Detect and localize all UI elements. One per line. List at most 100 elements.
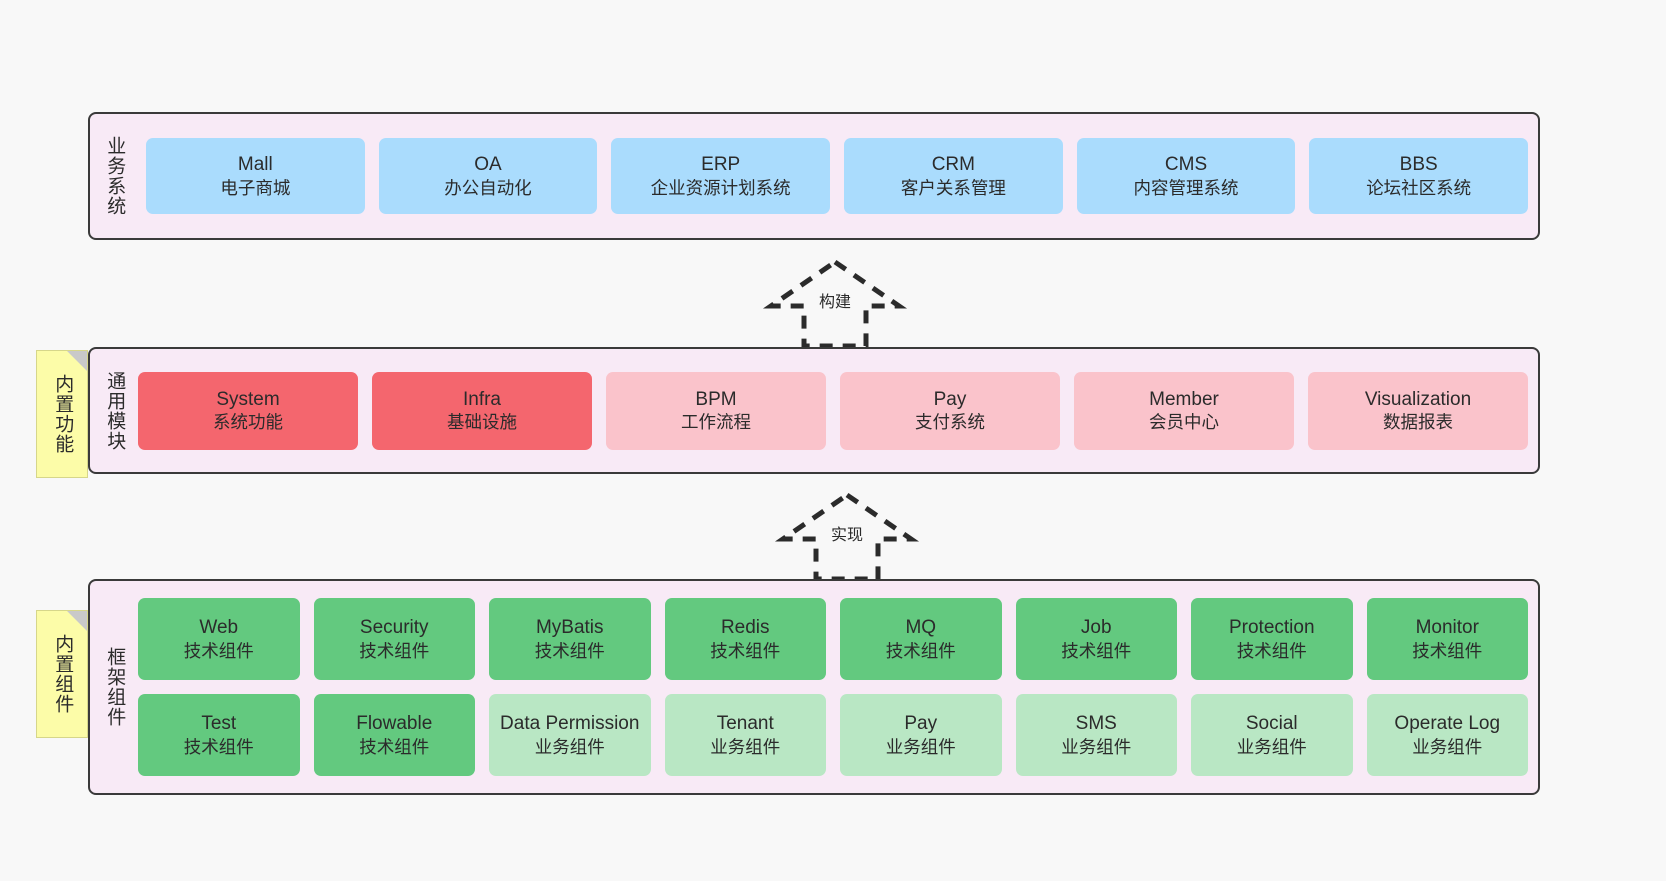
node-subtitle: 工作流程: [681, 412, 751, 433]
layer-row: Mall 电子商城 OA 办公自动化 ERP 企业资源计划系统 CRM 客户关系…: [146, 138, 1529, 214]
layer-framework-components[interactable]: 框架组件 Web 技术组件 Security 技术组件 MyBatis 技术组件…: [88, 579, 1540, 795]
layer-business-systems[interactable]: 业务系统 Mall 电子商城 OA 办公自动化 ERP 企业资源计划系统 CRM…: [88, 112, 1540, 240]
node-title: Security: [359, 617, 429, 638]
node-cms[interactable]: CMS 内容管理系统: [1076, 138, 1296, 214]
node-data-permission[interactable]: Data Permission 业务组件: [489, 694, 651, 776]
node-visualization[interactable]: Visualization 数据报表: [1308, 371, 1528, 450]
node-title: Pay: [904, 713, 938, 734]
node-social[interactable]: Social 业务组件: [1191, 694, 1353, 776]
node-sms[interactable]: SMS 业务组件: [1015, 694, 1177, 776]
node-mall[interactable]: Mall 电子商城: [146, 138, 365, 214]
layer-row: Test 技术组件 Flowable 技术组件 Data Permission …: [138, 694, 1528, 776]
node-subtitle: 业务组件: [885, 736, 956, 757]
node-title: Protection: [1228, 617, 1315, 638]
node-flowable[interactable]: Flowable 技术组件: [313, 694, 475, 776]
node-subtitle: 技术组件: [183, 640, 254, 661]
node-title: ERP: [701, 154, 741, 175]
node-title: Flowable: [356, 713, 433, 734]
node-redis[interactable]: Redis 技术组件: [664, 598, 826, 680]
dashed-generalization-arrow-icon: [774, 491, 920, 582]
node-subtitle: 系统功能: [213, 412, 283, 433]
node-mybatis[interactable]: MyBatis 技术组件: [489, 598, 651, 680]
sticky-note-label: 内置功能: [52, 374, 74, 454]
node-title: Pay: [933, 388, 967, 410]
node-pay[interactable]: Pay 支付系统: [840, 371, 1060, 450]
node-tenant[interactable]: Tenant 业务组件: [664, 694, 826, 776]
node-title: Mall: [237, 154, 273, 175]
node-monitor[interactable]: Monitor 技术组件: [1366, 598, 1528, 680]
layer-body-business: Mall 电子商城 OA 办公自动化 ERP 企业资源计划系统 CRM 客户关系…: [138, 114, 1538, 238]
node-subtitle: 电子商城: [220, 177, 291, 198]
note-fold-corner-icon: [67, 351, 87, 371]
sticky-note-label: 内置组件: [52, 634, 74, 714]
node-operate-log[interactable]: Operate Log 业务组件: [1366, 694, 1528, 776]
node-job[interactable]: Job 技术组件: [1015, 598, 1177, 680]
layer-body-framework: Web 技术组件 Security 技术组件 MyBatis 技术组件 Redi…: [138, 581, 1538, 793]
node-title: SMS: [1075, 713, 1117, 734]
node-crm[interactable]: CRM 客户关系管理: [844, 138, 1063, 214]
node-title: System: [216, 388, 280, 410]
node-title: Data Permission: [500, 713, 640, 734]
node-bpm[interactable]: BPM 工作流程: [606, 371, 826, 450]
node-pay-component[interactable]: Pay 业务组件: [840, 694, 1002, 776]
node-subtitle: 业务组件: [710, 736, 781, 757]
node-subtitle: 技术组件: [183, 736, 254, 757]
node-subtitle: 会员中心: [1149, 412, 1219, 433]
node-subtitle: 技术组件: [1061, 640, 1132, 661]
layer-title-business: 业务系统: [104, 136, 126, 216]
node-subtitle: 基础设施: [447, 412, 517, 433]
connector-label-build: 构建: [818, 294, 852, 311]
node-subtitle: 数据报表: [1383, 412, 1453, 433]
node-subtitle: 技术组件: [359, 640, 430, 661]
sticky-note-builtin-features[interactable]: 内置功能: [36, 350, 88, 478]
node-subtitle: 业务组件: [1412, 736, 1483, 757]
node-title: Test: [201, 713, 237, 734]
node-erp[interactable]: ERP 企业资源计划系统: [611, 138, 831, 214]
node-security[interactable]: Security 技术组件: [313, 598, 475, 680]
node-web[interactable]: Web 技术组件: [138, 598, 300, 680]
node-subtitle: 业务组件: [1061, 736, 1132, 757]
layer-title-framework: 框架组件: [104, 647, 126, 727]
node-title: OA: [474, 154, 502, 175]
connector-build: 构建: [760, 258, 910, 350]
node-subtitle: 技术组件: [359, 736, 430, 757]
node-title: Job: [1080, 617, 1112, 638]
node-subtitle: 论坛社区系统: [1366, 177, 1472, 198]
sticky-note-builtin-components[interactable]: 内置组件: [36, 610, 88, 738]
node-title: MyBatis: [535, 617, 604, 638]
layer-body-modules: System 系统功能 Infra 基础设施 BPM 工作流程 Pay 支付系统…: [138, 349, 1538, 472]
node-title: BPM: [695, 388, 737, 410]
layer-title-modules: 通用模块: [104, 370, 126, 451]
node-title: Monitor: [1415, 617, 1479, 638]
node-subtitle: 支付系统: [915, 412, 985, 433]
node-subtitle: 技术组件: [534, 640, 605, 661]
node-title: Member: [1149, 388, 1219, 410]
node-infra[interactable]: Infra 基础设施: [372, 371, 592, 450]
node-title: Redis: [720, 617, 770, 638]
node-subtitle: 办公自动化: [444, 177, 532, 198]
node-bbs[interactable]: BBS 论坛社区系统: [1309, 138, 1529, 214]
node-title: Tenant: [716, 713, 774, 734]
node-protection[interactable]: Protection 技术组件: [1191, 598, 1353, 680]
node-member[interactable]: Member 会员中心: [1074, 371, 1294, 450]
layer-common-modules[interactable]: 通用模块 System 系统功能 Infra 基础设施 BPM 工作流程 Pay…: [88, 347, 1540, 474]
node-subtitle: 内容管理系统: [1133, 177, 1239, 198]
note-fold-corner-icon: [67, 611, 87, 631]
node-subtitle: 业务组件: [534, 736, 605, 757]
connector-label-implement: 实现: [830, 527, 864, 544]
node-subtitle: 企业资源计划系统: [650, 177, 791, 198]
node-subtitle: 技术组件: [710, 640, 781, 661]
node-subtitle: 客户关系管理: [900, 177, 1006, 198]
node-oa[interactable]: OA 办公自动化: [378, 138, 598, 214]
node-title: MQ: [905, 617, 937, 638]
node-title: BBS: [1399, 154, 1438, 175]
node-subtitle: 技术组件: [1412, 640, 1483, 661]
node-subtitle: 技术组件: [885, 640, 956, 661]
node-title: CRM: [931, 154, 975, 175]
node-title: Operate Log: [1394, 713, 1501, 734]
node-mq[interactable]: MQ 技术组件: [840, 598, 1002, 680]
node-title: Web: [199, 617, 239, 638]
node-system[interactable]: System 系统功能: [138, 371, 358, 450]
node-test[interactable]: Test 技术组件: [138, 694, 300, 776]
